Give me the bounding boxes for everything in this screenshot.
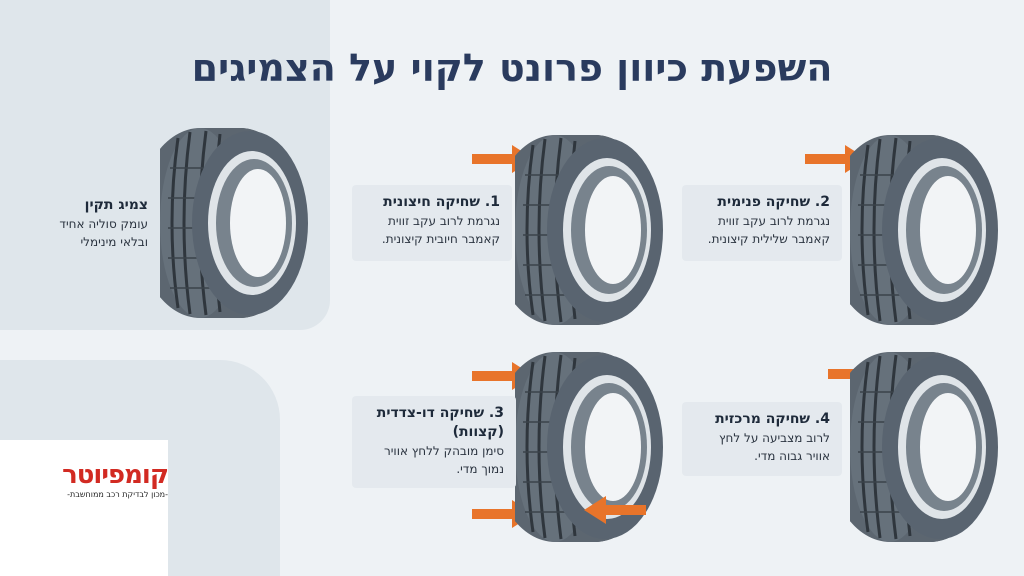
brand-logo: קומפיוטר -מכון לבדיקת רכב ממוחשבת- <box>0 440 169 576</box>
tire-icon <box>515 135 665 325</box>
case-line2: קאמבר שלילית קיצונית. <box>707 232 830 246</box>
case-line1: נגרמת לרוב עקב זווית <box>717 214 830 228</box>
page-title: השפעת כיוון פרונט לקוי על הצמיגים <box>191 46 833 90</box>
case-card-center-wear: 4. שחיקה מרכזית לרוב מצביעה על לחץ אוויר… <box>682 402 842 476</box>
case-line2: קאמבר חיובית קיצונית. <box>381 232 500 246</box>
case-card-outer-wear: 1. שחיקה חיצונית נגרמת לרוב עקב זווית קא… <box>352 185 512 261</box>
arrow-icon <box>582 496 646 528</box>
standard-tire-title: צמיג תקין <box>84 197 148 213</box>
case-title: 3. שחיקה דו-צדדית <box>376 405 504 421</box>
tire-icon <box>850 352 1000 542</box>
case-title: 4. שחיקה מרכזית <box>715 411 830 427</box>
case-card-inner-wear: 2. שחיקה פנימית נגרמת לרוב עקב זווית קאמ… <box>682 185 842 261</box>
standard-tire-line1: עומק סוליה אחיד <box>59 217 148 231</box>
case-title-line2: (קצוות) <box>452 424 504 440</box>
tire-icon <box>850 135 1000 325</box>
case-line2: נמוך מדי. <box>456 462 504 476</box>
standard-tire-label: צמיג תקין עומק סוליה אחיד ובלאי מינימלי <box>20 196 148 251</box>
logo-name: קומפיוטר <box>62 460 169 490</box>
case-line1: סימן מובהק ללחץ אוויר <box>383 444 504 458</box>
tire-icon <box>160 128 310 318</box>
case-title: 1. שחיקה חיצונית <box>383 194 500 210</box>
standard-tire-line2: ובלאי מינימלי <box>80 235 148 249</box>
logo-tagline: -מכון לבדיקת רכב ממוחשבת- <box>67 490 168 499</box>
case-line1: לרוב מצביעה על לחץ <box>719 431 830 445</box>
case-title: 2. שחיקה פנימית <box>717 194 830 210</box>
case-line1: נגרמת לרוב עקב זווית <box>387 214 500 228</box>
case-card-edge-wear: 3. שחיקה דו-צדדית (קצוות) סימן מובהק ללח… <box>352 396 516 488</box>
case-line2: אוויר גבוה מדי. <box>754 449 830 463</box>
